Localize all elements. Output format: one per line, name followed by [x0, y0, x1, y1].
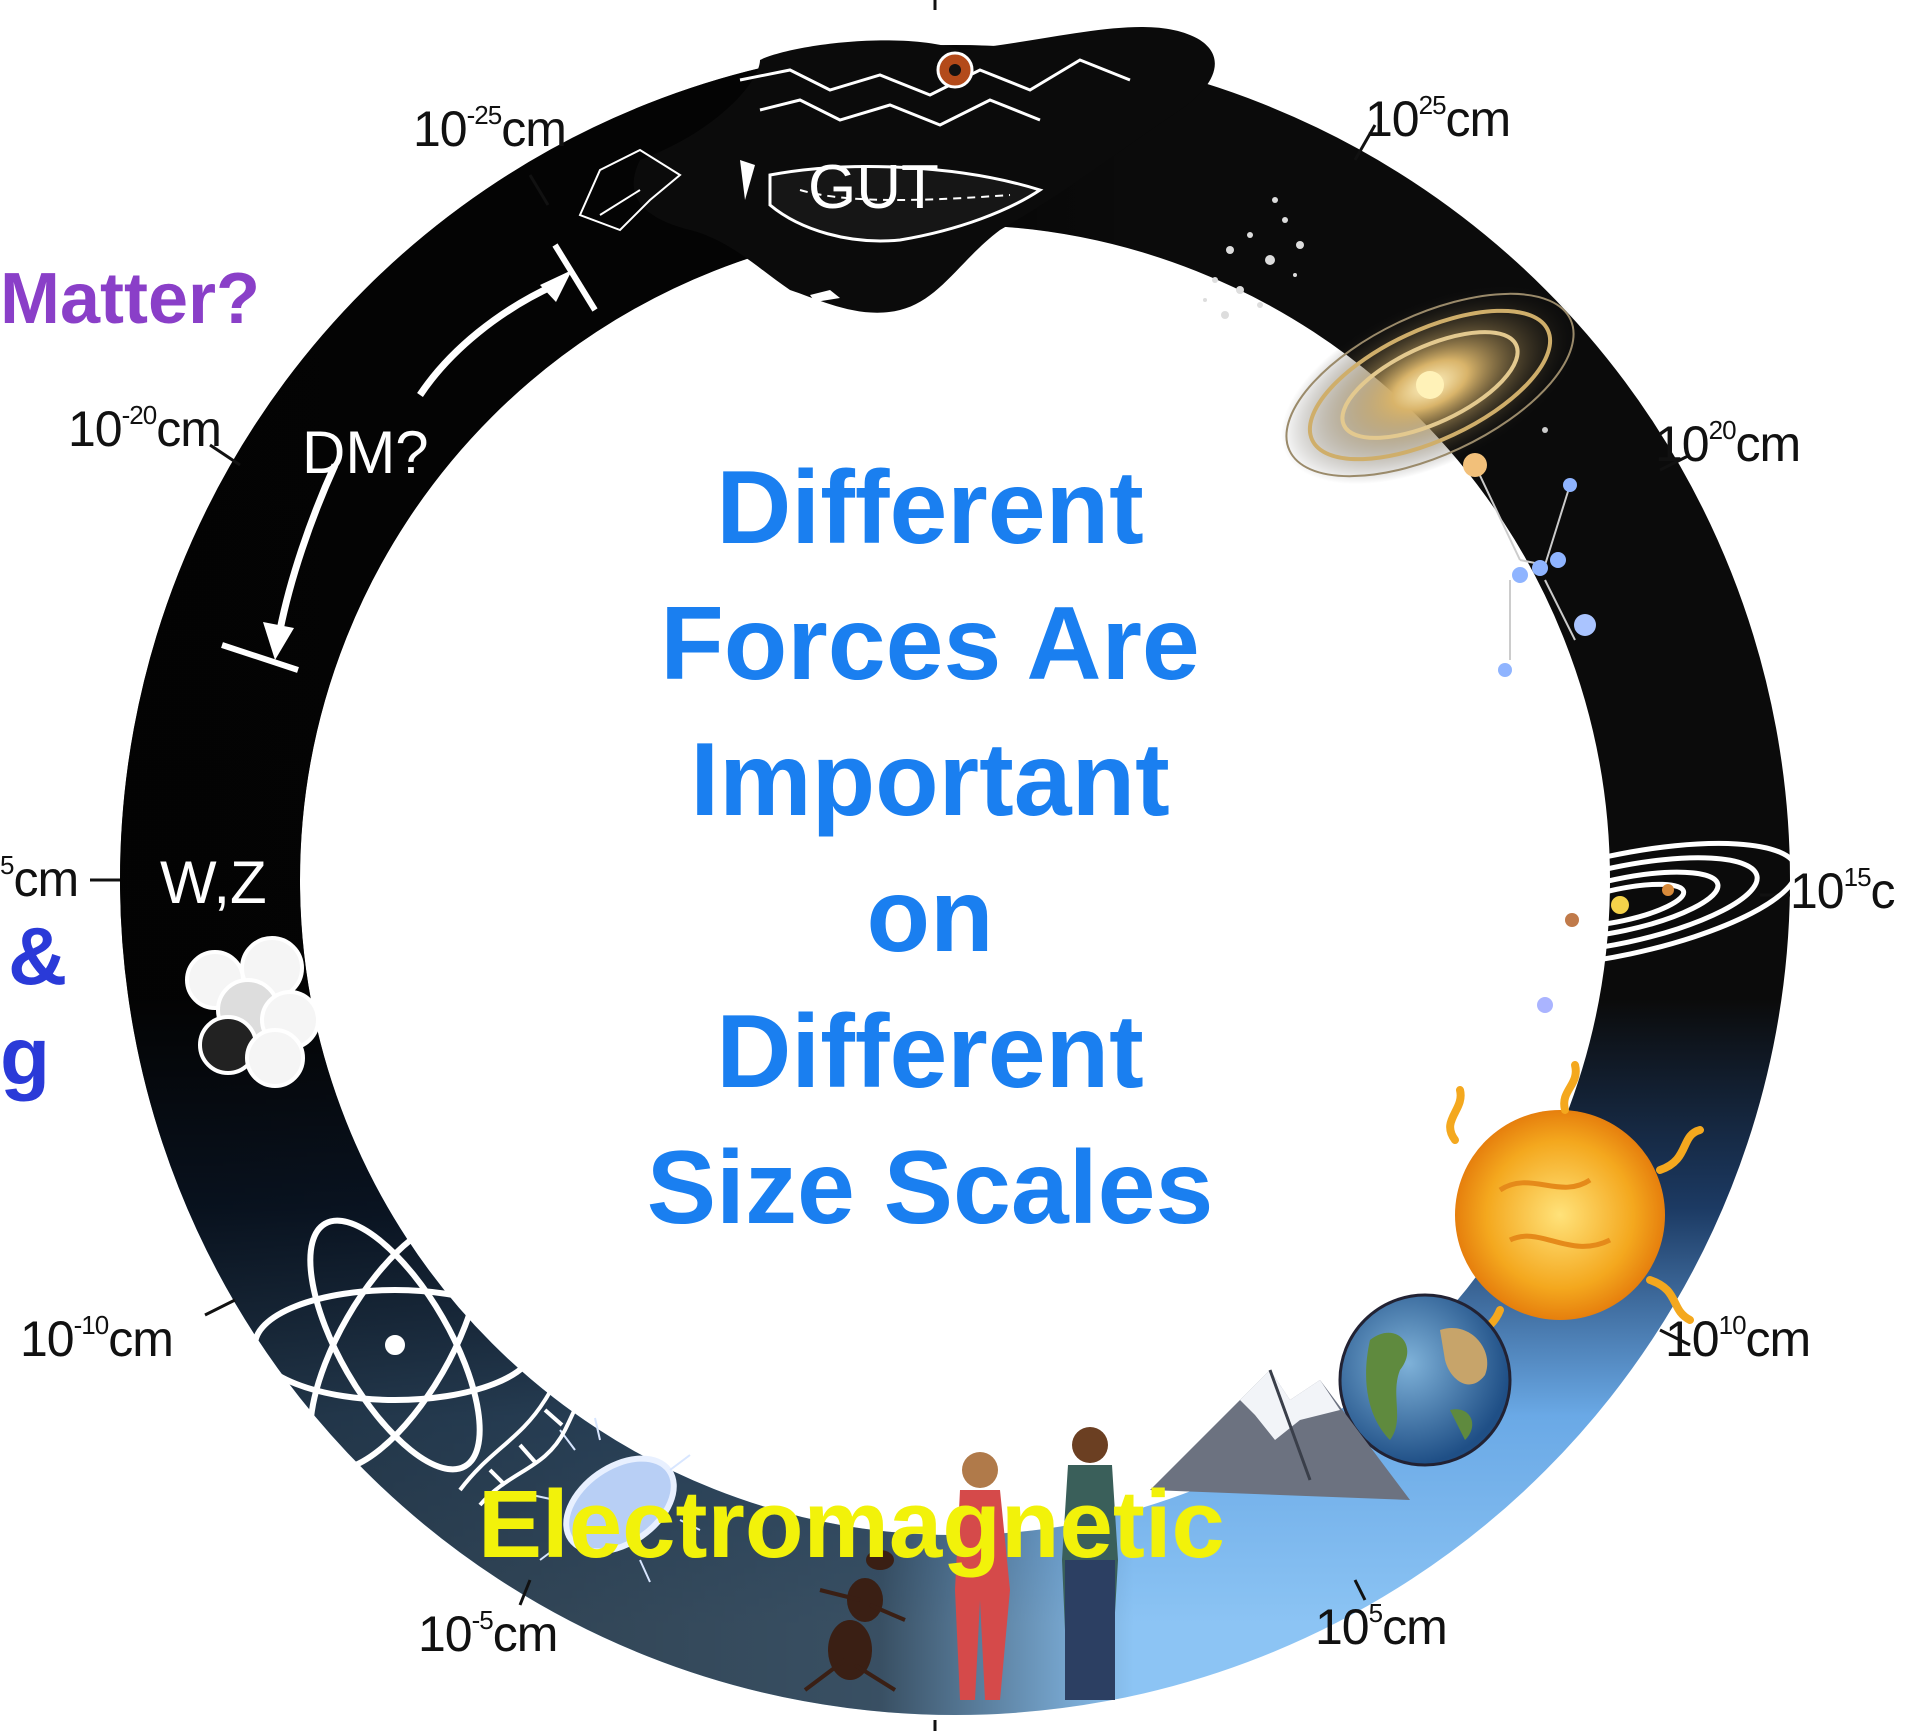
- scale-label-1e-15: 5cm: [0, 850, 79, 907]
- center-line-5: Different: [716, 994, 1144, 1110]
- dark-matter-text: Matter?: [0, 259, 261, 339]
- center-line-1: Different: [716, 450, 1144, 566]
- gut-label: GUT: [808, 153, 939, 222]
- people-icon: [955, 1427, 1118, 1700]
- mountain-icon: [1150, 1369, 1410, 1500]
- center-line-4: on: [866, 858, 994, 974]
- electromagnetic-label: Electromagnetic: [478, 1471, 1225, 1578]
- dna-icon: [458, 1308, 612, 1507]
- wz-label: W,Z: [160, 849, 267, 916]
- dm-arrow-down-head: [263, 622, 294, 660]
- left-fragment-text: g: [0, 1011, 51, 1102]
- galaxy-cluster-icon: [1203, 197, 1304, 319]
- sun-icon: [1446, 1061, 1704, 1354]
- spiral-galaxy-icon: [1281, 285, 1579, 485]
- scale-ticks: [90, 0, 1790, 1731]
- atom-icon: [252, 1217, 538, 1473]
- scale-label-1e20: 1020cm: [1655, 415, 1801, 472]
- scale-label-1e15: 1015c: [1790, 862, 1896, 919]
- scale-label-1e10: 1010cm: [1665, 1310, 1811, 1367]
- constellation-icon: [1463, 427, 1596, 677]
- nucleus-icon: [185, 936, 320, 1088]
- scale-label-1e-5: 10-5cm: [418, 1605, 558, 1662]
- ant-icon: [803, 1550, 906, 1692]
- scale-label-1e25: 1025cm: [1365, 90, 1511, 147]
- dm-arrows: [276, 281, 557, 631]
- dm-arrow-up-head: [540, 270, 572, 302]
- bacterium-icon: [531, 1417, 701, 1583]
- center-line-3: Important: [690, 722, 1170, 838]
- center-line-6: Size Scales: [646, 1130, 1214, 1246]
- scale-label-1e-20: 10-20cm: [68, 400, 222, 457]
- center-line-2: Forces Are: [660, 586, 1200, 702]
- earth-icon: [1338, 1293, 1512, 1467]
- snake-head-icon: [578, 27, 1215, 313]
- dm-label: DM?: [302, 419, 429, 486]
- scale-label-1e-25: 10-25cm: [413, 100, 567, 157]
- ampersand-text: &: [8, 911, 68, 1002]
- solar-system-icon: [1441, 840, 1799, 1013]
- scale-label-1e5: 105cm: [1315, 1598, 1448, 1655]
- scale-label-1e-10: 10-10cm: [20, 1310, 174, 1367]
- center-statement: Different Forces Are Important on Differ…: [540, 440, 1320, 1256]
